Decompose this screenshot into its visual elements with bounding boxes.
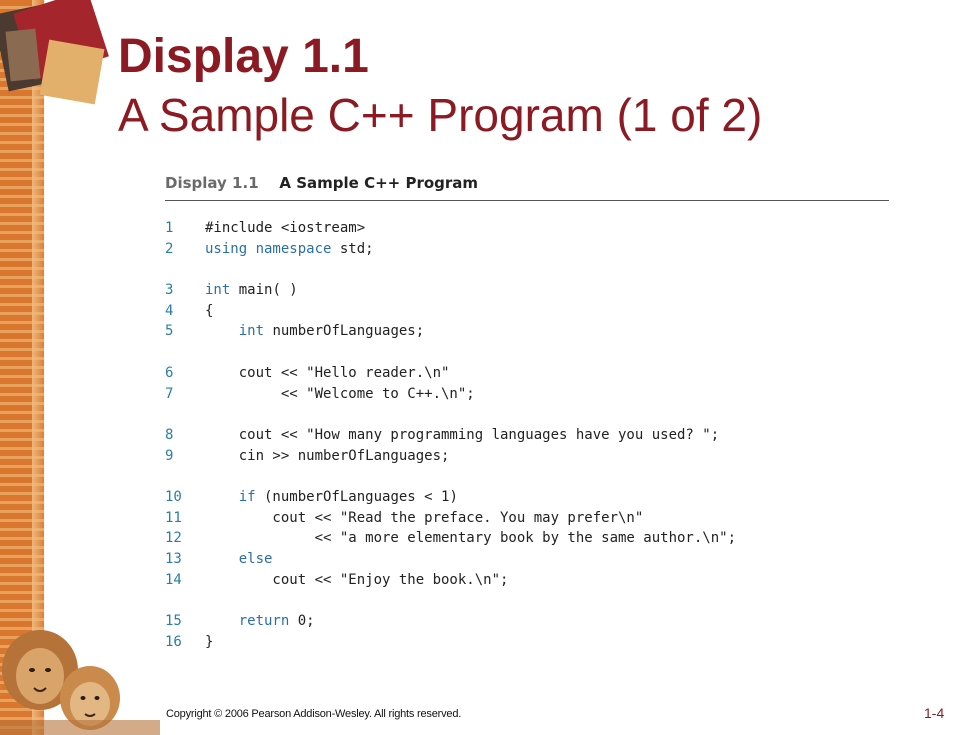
code-line: 13 else	[165, 549, 272, 570]
code-line: 10 if (numberOfLanguages < 1)	[165, 487, 458, 508]
code-text: if (numberOfLanguages < 1)	[238, 489, 458, 505]
line-number: 11	[165, 509, 182, 526]
code-line: 5 int numberOfLanguages;	[165, 321, 424, 342]
line-number: 16	[165, 633, 182, 650]
line-number: 4	[165, 302, 174, 319]
line-number: 9	[165, 447, 174, 464]
code-line: 12 << "a more elementary book by the sam…	[165, 528, 736, 549]
line-number: 7	[165, 385, 174, 402]
code-line: 3 int main( )	[165, 280, 298, 301]
figure-caption: A Sample C++ Program	[279, 174, 479, 192]
line-number: 6	[165, 365, 174, 381]
figure-label: Display 1.1	[165, 174, 259, 192]
figure-header: Display 1.1 A Sample C++ Program	[165, 174, 889, 201]
left-bar-shade	[32, 0, 46, 735]
code-line: 2 using namespace std;	[165, 239, 374, 260]
code-line: 8 cout << "How many programming language…	[165, 425, 719, 446]
code-line: 9 cin >> numberOfLanguages;	[165, 446, 449, 467]
lions-illustration	[0, 630, 160, 735]
copyright-notice: Copyright © 2006 Pearson Addison-Wesley.…	[166, 708, 462, 720]
slide-title: Display 1.1	[118, 30, 369, 83]
line-number: 14	[165, 571, 182, 588]
code-text: cin >> numberOfLanguages;	[205, 447, 450, 464]
code-text: return 0;	[238, 613, 315, 629]
code-line: 11 cout << "Read the preface. You may pr…	[165, 508, 643, 529]
code-text: << "a more elementary book by the same a…	[205, 530, 737, 547]
code-line: 7 << "Welcome to C++.\n";	[165, 384, 475, 405]
line-number: 8	[165, 427, 174, 443]
code-text: int main( )	[205, 282, 298, 298]
code-line: 16}	[165, 632, 213, 653]
line-number: 15	[165, 613, 182, 629]
code-text: cout << "Hello reader.\n"	[205, 365, 450, 381]
code-line: 6 cout << "Hello reader.\n"	[165, 363, 449, 384]
line-number: 1	[165, 220, 174, 236]
code-text: cout << "Read the preface. You may prefe…	[205, 509, 644, 526]
code-line: 14 cout << "Enjoy the book.\n";	[165, 570, 508, 591]
code-text: }	[205, 633, 214, 650]
line-number: 5	[165, 323, 174, 340]
line-number: 13	[165, 551, 182, 568]
code-text: #include <iostream>	[205, 220, 366, 236]
page-number: 1-4	[924, 705, 945, 721]
code-line: 1 #include <iostream>	[165, 218, 365, 239]
line-number: 10	[165, 489, 182, 505]
code-text: using namespace std;	[205, 240, 374, 257]
code-line: 4{	[165, 301, 213, 322]
line-number: 2	[165, 240, 174, 257]
code-text: << "Welcome to C++.\n";	[205, 385, 475, 402]
code-text: else	[238, 551, 273, 568]
code-text: {	[205, 302, 214, 319]
decorative-square	[5, 28, 41, 82]
code-text: cout << "How many programming languages …	[205, 427, 720, 443]
decorative-square	[39, 39, 105, 105]
code-text: cout << "Enjoy the book.\n";	[205, 571, 509, 588]
code-text: int numberOfLanguages;	[238, 323, 425, 340]
line-number: 3	[165, 282, 174, 298]
line-number: 12	[165, 530, 182, 547]
code-line: 15 return 0;	[165, 611, 315, 632]
slide-subtitle: A Sample C++ Program (1 of 2)	[118, 89, 763, 141]
